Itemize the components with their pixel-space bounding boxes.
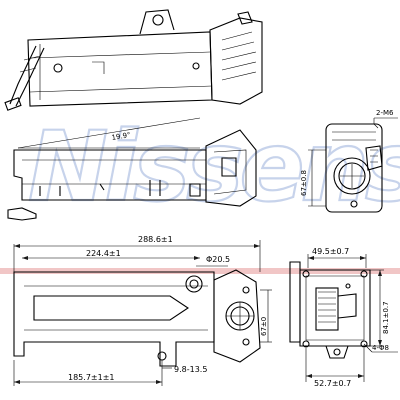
flange-holes-label: 4-Φ8 [372, 344, 389, 352]
slot-size-label: 9.8-13.5 [174, 365, 207, 374]
side-height-label: 67±0.8 [300, 170, 308, 196]
angle-label: 19.9° [111, 131, 131, 142]
bolt-label: 2-M6 [376, 109, 394, 117]
pipe-dia-label: Φ20.5 [206, 255, 230, 264]
flange-view: 49.5±0.7 84.1±0.7 4-Φ8 52.7±0.7 [289, 247, 398, 388]
plan-view: 288.6±1 224.4±1 Φ20.5 67±0 185.7±1±1 [13, 235, 272, 386]
bottom-length-label: 185.7±1±1 [68, 373, 115, 382]
flange-width-bottom-label: 52.7±0.7 [314, 379, 351, 388]
inner-length-label: 224.4±1 [86, 249, 121, 258]
side-view: 19.9° [7, 117, 257, 221]
flange-hole-span-label: 67±0 [260, 317, 268, 336]
end-view-top: 2-M6 67±0.8 [300, 109, 398, 213]
brand-band [0, 268, 400, 274]
top-view [4, 9, 263, 111]
brand-watermark: Nissens [28, 111, 400, 223]
overall-length-label: 288.6±1 [138, 235, 173, 244]
flange-height-label: 84.1±0.7 [382, 301, 390, 334]
flange-width-top-label: 49.5±0.7 [312, 247, 349, 256]
